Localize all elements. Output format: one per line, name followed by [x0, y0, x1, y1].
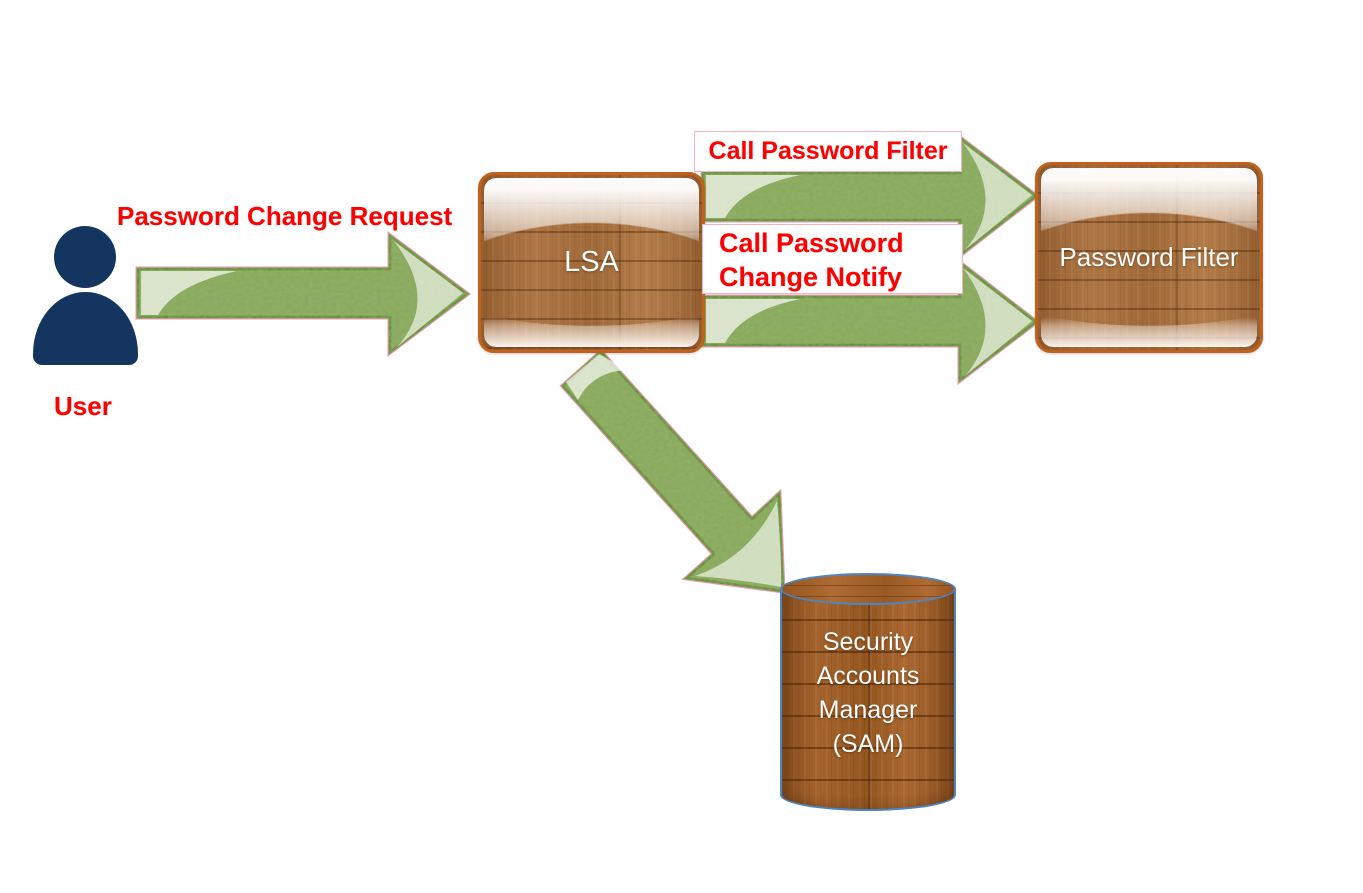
- lsa-label: LSA: [564, 246, 619, 278]
- password-filter-node: Password Filter: [1035, 162, 1263, 353]
- arrow-lsa-to-sam: [559, 348, 786, 594]
- password-filter-gloss-top: [1041, 168, 1257, 236]
- sam-cylinder-top: [780, 573, 956, 605]
- password-filter-gloss-bottom: [1041, 317, 1257, 347]
- sam-label-line2: Accounts: [816, 662, 920, 690]
- call-password-filter-label: Call Password Filter: [694, 131, 962, 172]
- sam-label-line4: (SAM): [832, 730, 904, 758]
- arrow-user-to-lsa: [135, 230, 472, 358]
- password-change-request-label: Password Change Request: [117, 201, 453, 231]
- lsa-gloss-bottom: [484, 317, 699, 347]
- sam-label-line3: Manager: [818, 696, 918, 724]
- sam-label: Security Accounts Manager (SAM): [780, 625, 956, 761]
- call-password-change-notify-label: Call Password Change Notify: [702, 224, 963, 294]
- user-icon-head: [54, 226, 116, 288]
- lsa-node: LSA: [478, 172, 705, 353]
- sam-cylinder: Security Accounts Manager (SAM): [780, 573, 956, 811]
- lsa-gloss-top: [484, 178, 699, 246]
- sam-cylinder-body: [780, 589, 956, 811]
- sam-label-line1: Security: [822, 628, 914, 656]
- call-password-change-notify-line1: Call Password: [719, 228, 904, 258]
- password-filter-label: Password Filter: [1059, 242, 1239, 272]
- call-password-change-notify-line2: Change Notify: [719, 262, 903, 292]
- user-label: User: [54, 391, 112, 421]
